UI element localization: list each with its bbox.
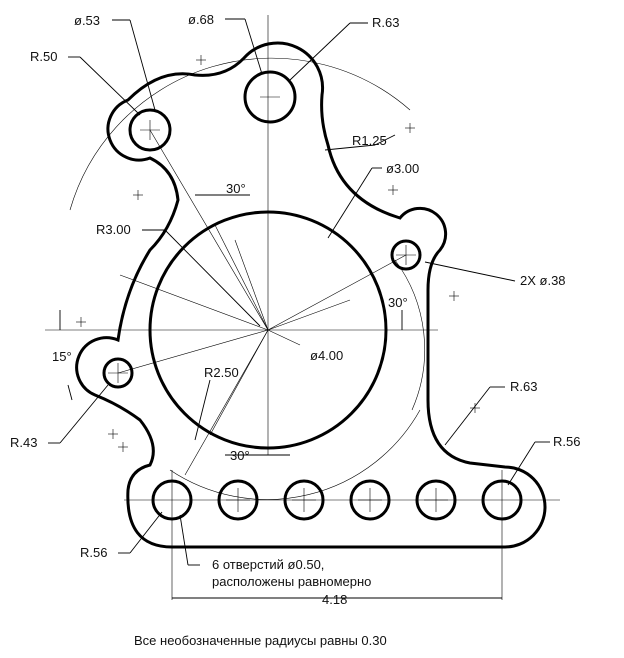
label-2x-d038: 2X ø.38 — [520, 273, 566, 288]
label-holes-note-2: расположены равномерно — [212, 574, 371, 589]
center-lines — [45, 15, 560, 600]
label-r056-left: R.56 — [80, 545, 107, 560]
label-r056-right: R.56 — [553, 434, 580, 449]
top-hole-068 — [243, 70, 297, 124]
left-hole-053 — [128, 108, 172, 152]
leader-lines — [48, 18, 550, 599]
label-15: 15° — [52, 349, 72, 364]
label-d400: ø4.00 — [310, 348, 343, 363]
left-hole-038 — [102, 357, 134, 389]
label-30-bottom: 30° — [230, 448, 250, 463]
label-d300: ø3.00 — [386, 161, 419, 176]
label-30-right: 30° — [388, 295, 408, 310]
label-r043: R.43 — [10, 435, 37, 450]
label-r300: R3.00 — [96, 222, 131, 237]
label-r250: R2.50 — [204, 365, 239, 380]
label-d068: ø.68 — [188, 12, 214, 27]
label-r125: R1.25 — [352, 133, 387, 148]
label-dim-418: 4.18 — [322, 592, 347, 607]
part-outline — [75, 41, 547, 549]
footer-note: Все необозначенные радиусы равны 0.30 — [134, 633, 387, 648]
label-r050: R.50 — [30, 49, 57, 64]
label-r063-top: R.63 — [372, 15, 399, 30]
right-hole-038 — [390, 239, 422, 271]
label-r063-right: R.63 — [510, 379, 537, 394]
label-30-top: 30° — [226, 181, 246, 196]
label-d053: ø.53 — [74, 13, 100, 28]
label-holes-note-1: 6 отверстий ø0.50, — [212, 557, 324, 572]
